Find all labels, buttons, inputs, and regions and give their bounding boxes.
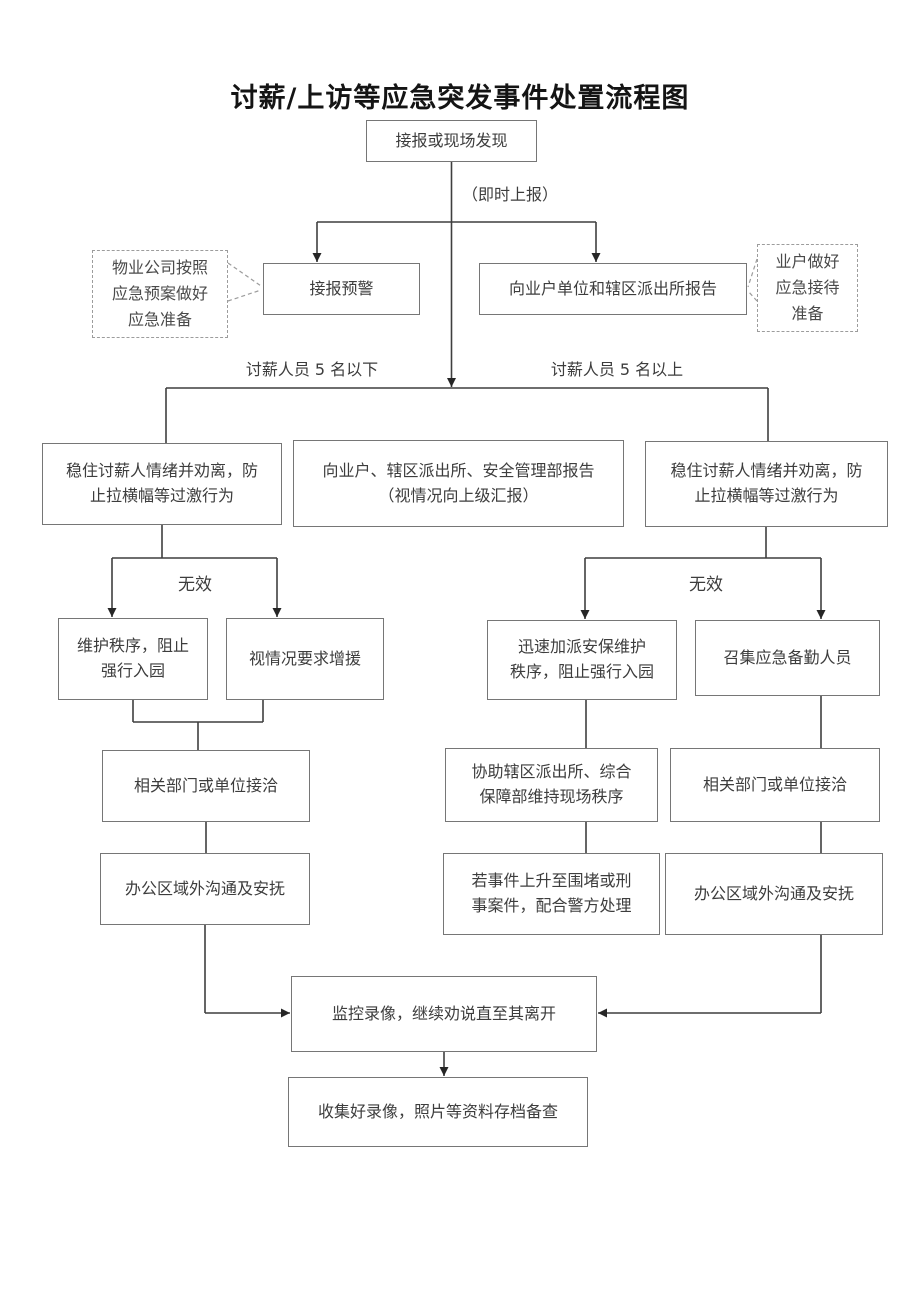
line-left-merge xyxy=(132,700,264,750)
node-request-backup: 视情况要求增援 xyxy=(226,618,384,700)
line-right-bracket xyxy=(585,527,821,559)
callout-tenant: 业户做好 应急接待 准备 xyxy=(757,244,858,332)
node-start: 接报或现场发现 xyxy=(366,120,537,162)
node-liaise-right: 相关部门或单位接洽 xyxy=(670,748,880,822)
line-main-split xyxy=(165,387,769,443)
callout-tail-left xyxy=(227,262,262,302)
label-ineffective-left: 无效 xyxy=(178,575,212,595)
node-assemble-staff: 召集应急备勤人员 xyxy=(695,620,880,696)
node-maintain-order: 维护秩序，阻止 强行入园 xyxy=(58,618,208,700)
label-under-five: 讨薪人员 5 名以下 xyxy=(245,360,379,379)
flowchart-title: 讨薪/上访等应急突发事件处置流程图 xyxy=(230,83,690,114)
label-immediate-report: （即时上报） xyxy=(462,185,559,204)
node-archive: 收集好录像，照片等资料存档备查 xyxy=(288,1077,588,1147)
node-monitor: 监控录像，继续劝说直至其离开 xyxy=(291,976,597,1052)
node-liaise-left: 相关部门或单位接洽 xyxy=(102,750,310,822)
node-communicate-right: 办公区域外沟通及安抚 xyxy=(665,853,883,935)
callout-property-company: 物业公司按照 应急预案做好 应急准备 xyxy=(92,250,228,338)
label-ineffective-right: 无效 xyxy=(689,575,723,595)
node-alert: 接报预警 xyxy=(263,263,420,315)
node-calm-left: 稳住讨薪人情绪并劝离，防 止拉横幅等过激行为 xyxy=(42,443,282,525)
node-escalate-case: 若事件上升至围堵或刑 事案件，配合警方处理 xyxy=(443,853,660,935)
node-communicate-left: 办公区域外沟通及安抚 xyxy=(100,853,310,925)
line-left-bracket xyxy=(112,525,277,559)
label-over-five: 讨薪人员 5 名以上 xyxy=(550,360,684,379)
node-report-departments: 向业户、辖区派出所、安全管理部报告 （视情况向上级汇报） xyxy=(293,440,624,527)
node-add-security: 迅速加派安保维护 秩序，阻止强行入园 xyxy=(487,620,677,700)
node-assist-police: 协助辖区派出所、综合 保障部维持现场秩序 xyxy=(445,748,658,822)
node-notify: 向业户单位和辖区派出所报告 xyxy=(479,263,747,315)
node-calm-right: 稳住讨薪人情绪并劝离，防 止拉横幅等过激行为 xyxy=(645,441,888,527)
callout-tail-right xyxy=(747,258,758,302)
